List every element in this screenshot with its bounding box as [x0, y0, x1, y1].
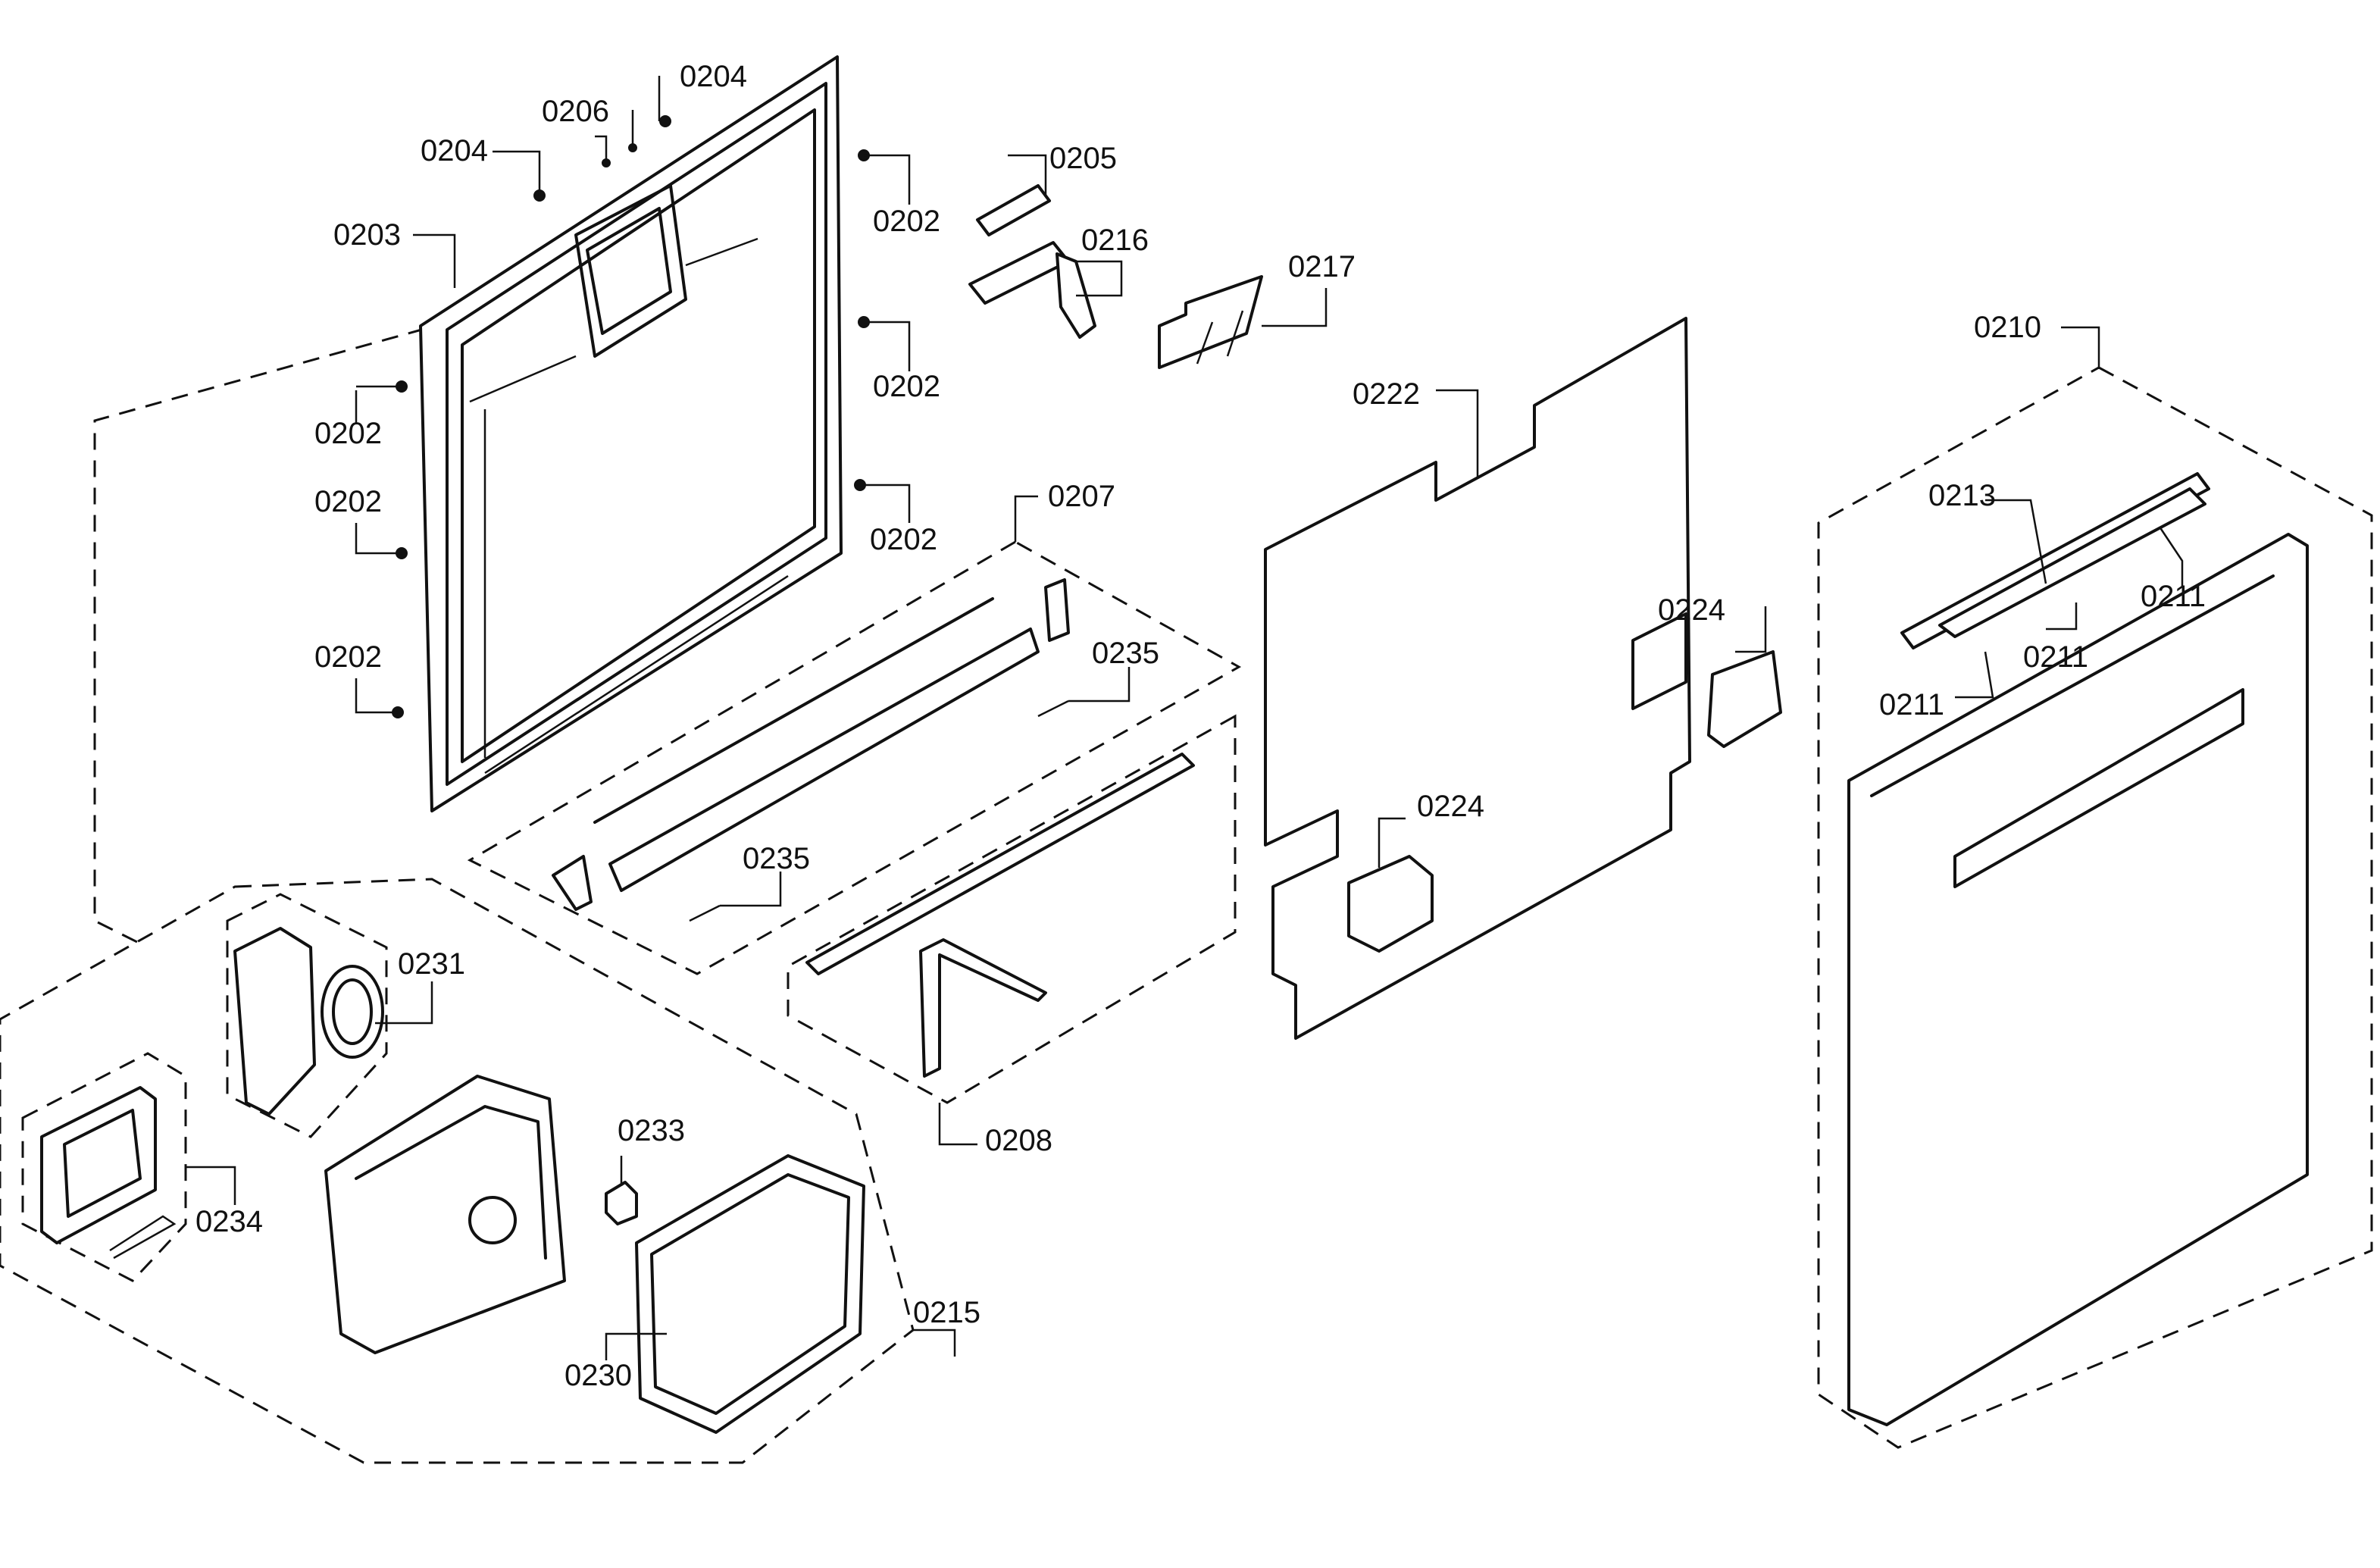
label-0211-right: 0211 [2141, 580, 2206, 613]
label-0202-left-3: 0202 [314, 640, 382, 674]
group-outline-0210 [1817, 366, 2373, 1449]
screw-icon [628, 143, 637, 152]
label-0204-top: 0204 [680, 60, 747, 93]
label-0202-right-1: 0202 [873, 205, 940, 238]
screw-icon [659, 115, 671, 127]
label-0211-middle: 0211 [2023, 640, 2088, 674]
label-0224-upper: 0224 [1658, 593, 1725, 627]
label-0202-left-2: 0202 [314, 485, 382, 518]
control-housing-0215 [324, 1075, 566, 1354]
label-0233: 0233 [618, 1114, 685, 1147]
cover-0217 [1158, 275, 1263, 369]
label-0235-upper: 0235 [1092, 637, 1159, 670]
spacer-0224-upper [1707, 650, 1782, 748]
leader-lines [186, 76, 2184, 1360]
label-0207: 0207 [1048, 480, 1115, 513]
label-0204-left: 0204 [421, 134, 488, 167]
label-0202-right-3: 0202 [870, 523, 937, 556]
group-outline-0207 [467, 540, 1242, 975]
group-outline-inner-door [93, 327, 425, 945]
label-0202-right-2: 0202 [873, 370, 940, 403]
label-0224-lower: 0224 [1417, 790, 1484, 823]
label-0231: 0231 [398, 947, 465, 981]
label-0202-left-1: 0202 [314, 417, 382, 450]
label-0211-left: 0211 [1879, 688, 1944, 721]
label-0203: 0203 [333, 218, 401, 252]
hinge-arm-0216 [968, 241, 1096, 339]
handle-0213 [1900, 472, 2210, 649]
label-0222: 0222 [1353, 377, 1420, 411]
detergent-cover-0231 [233, 927, 384, 1116]
label-0217: 0217 [1288, 250, 1356, 283]
gasket-0230 [635, 1154, 865, 1434]
hinge-bracket-0205 [976, 184, 1051, 236]
clip-0233 [605, 1181, 638, 1225]
label-0234: 0234 [195, 1205, 263, 1238]
label-0235-lower: 0235 [743, 842, 810, 875]
label-0206: 0206 [542, 95, 609, 128]
bracket-assembly-0208 [805, 753, 1195, 1078]
group-outline-0234 [21, 1052, 187, 1282]
label-0210: 0210 [1974, 311, 2041, 344]
label-0208: 0208 [985, 1124, 1052, 1157]
label-0205: 0205 [1049, 142, 1117, 175]
part-labels: 0204 0204 0206 0203 0202 0202 0202 0202 … [195, 60, 2206, 1392]
label-0216: 0216 [1081, 224, 1149, 257]
insulation-panel-0222 [1264, 317, 1691, 1040]
label-0230: 0230 [565, 1359, 632, 1392]
outer-door-panel-0210 [1847, 533, 2309, 1426]
spacer-0224-lower [1347, 855, 1434, 953]
group-outline-0215 [0, 878, 915, 1464]
group-outline-0231 [226, 893, 388, 1138]
label-0213: 0213 [1928, 479, 1996, 512]
label-0215: 0215 [913, 1296, 980, 1329]
inner-door-frame-0203 [419, 55, 843, 812]
dispenser-lid-0234 [40, 1086, 177, 1260]
rail-assembly-0207 [552, 578, 1070, 922]
